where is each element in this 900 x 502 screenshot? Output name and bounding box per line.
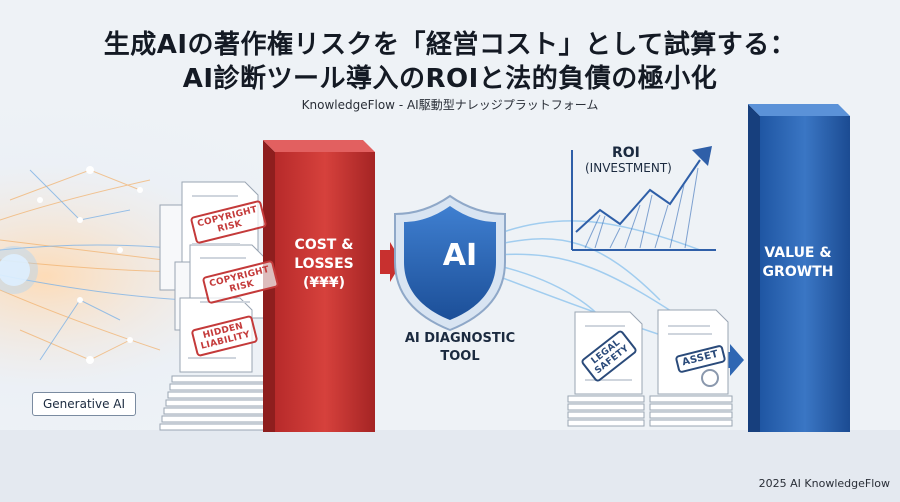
shield-icon [404,206,496,320]
page-title-line2: AI診断ツール導入のROIと法的負債の極小化 [182,64,718,94]
value-bar [760,116,850,432]
roi-subtitle: (INVESTMENT) [585,161,672,175]
page-title-line1: 生成AIの著作権リスクを「経営コスト」として試算する： [103,30,797,60]
roi-title: ROI [612,145,640,161]
value-bar-label: VALUE & GROWTH [762,245,834,280]
roi-chart [571,146,716,251]
page-subtitle: KnowledgeFlow - AI駆動型ナレッジプラットフォーム [301,98,599,112]
cost-bar [275,152,375,432]
generative-ai-badge: Generative AI [32,392,137,416]
shield-ai-text: AI [442,238,478,273]
copyright-footer: 2025 AI KnowledgeFlow [758,477,890,490]
ai-tool-label: AI DIAGNOSTIC TOOL [404,331,516,364]
cost-bar-label: COST & LOSSES (¥¥¥) [294,237,354,291]
